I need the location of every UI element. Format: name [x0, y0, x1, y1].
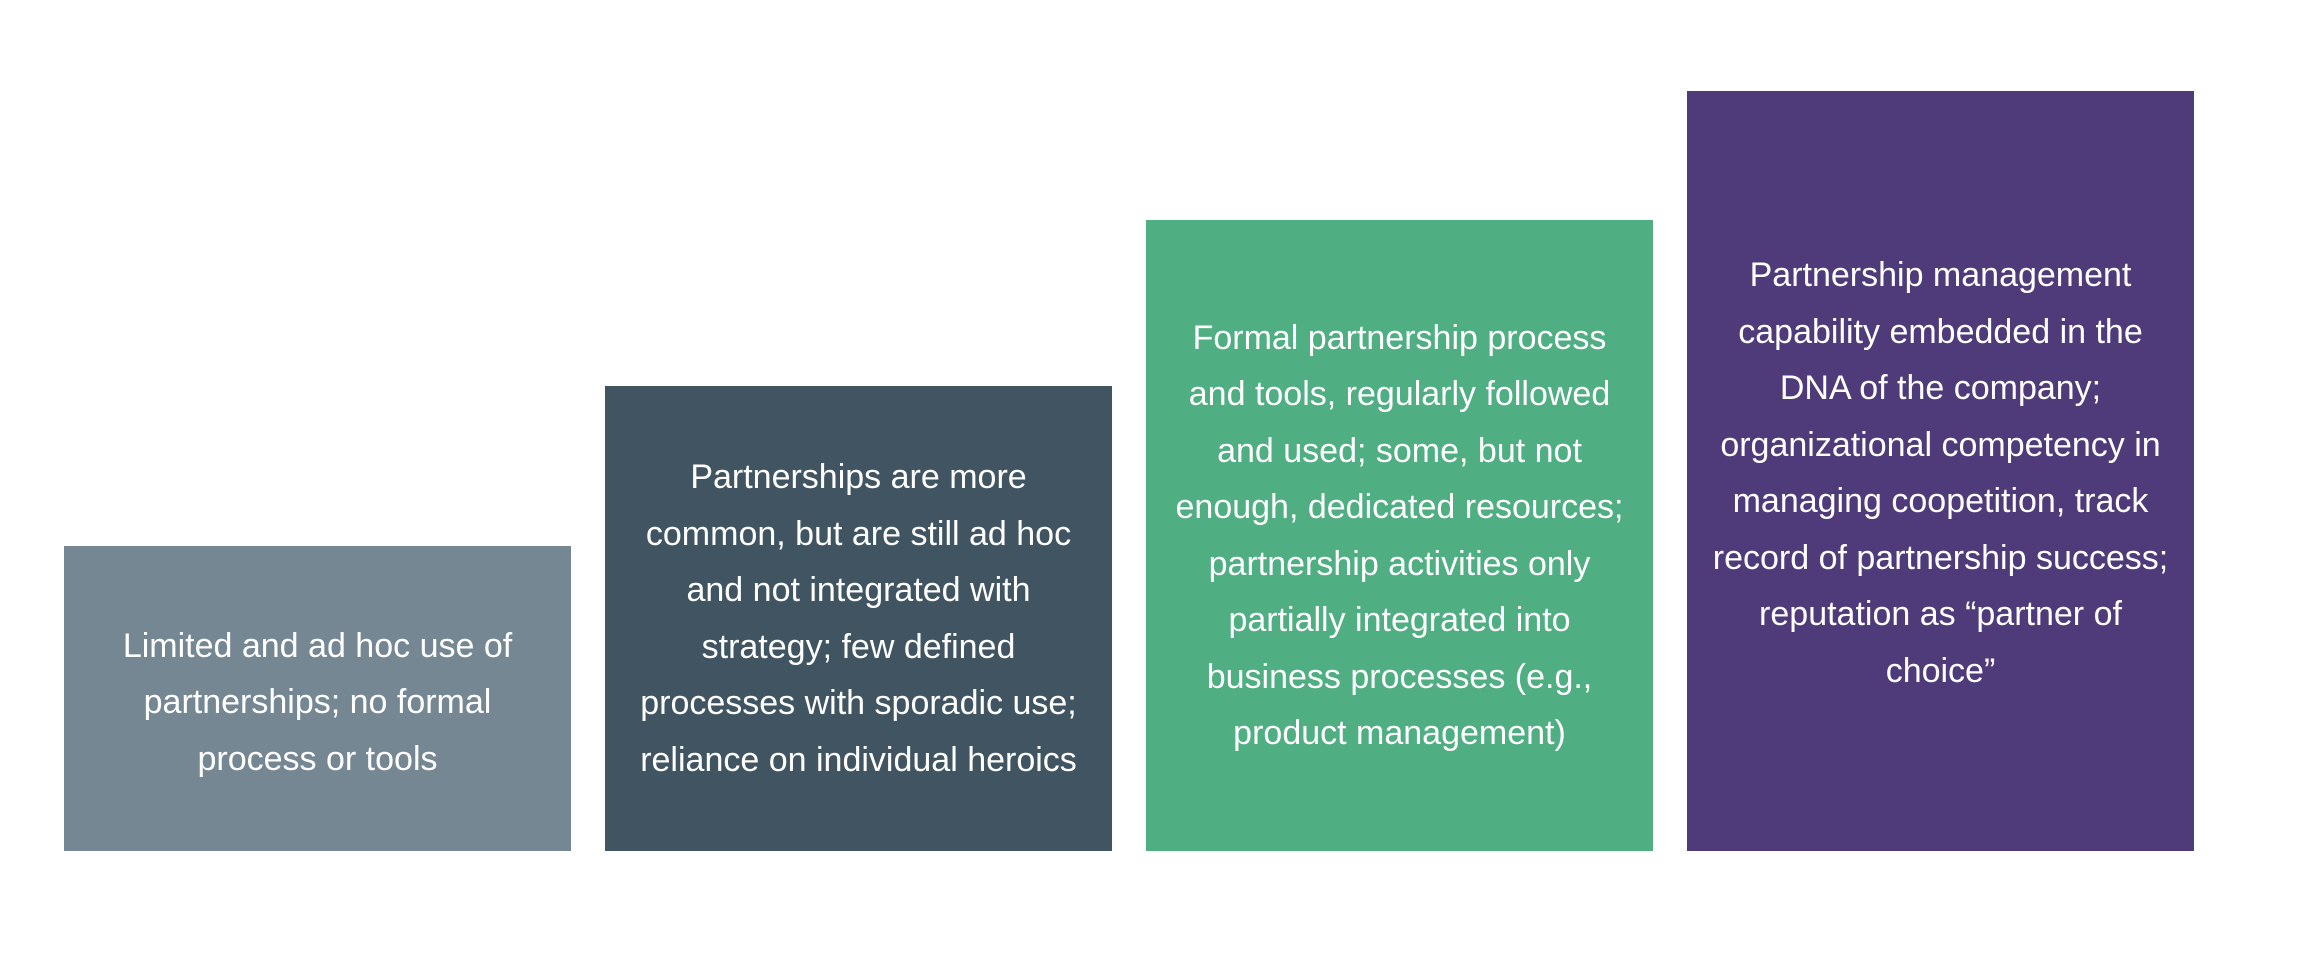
- maturity-step-1: Limited and ad hoc use of partnerships; …: [64, 546, 571, 851]
- maturity-step-4-text: Partnership management capability embedd…: [1712, 256, 2169, 690]
- maturity-step-3: Formal partnership process and tools, re…: [1146, 220, 1653, 851]
- maturity-step-2: Partnerships are more common, but are st…: [605, 386, 1112, 851]
- maturity-step-3-text: Formal partnership process and tools, re…: [1175, 318, 1624, 753]
- maturity-step-1-text: Limited and ad hoc use of partnerships; …: [122, 626, 513, 778]
- maturity-step-4: Partnership management capability embedd…: [1687, 91, 2194, 851]
- maturity-step-2-text: Partnerships are more common, but are st…: [640, 458, 1077, 779]
